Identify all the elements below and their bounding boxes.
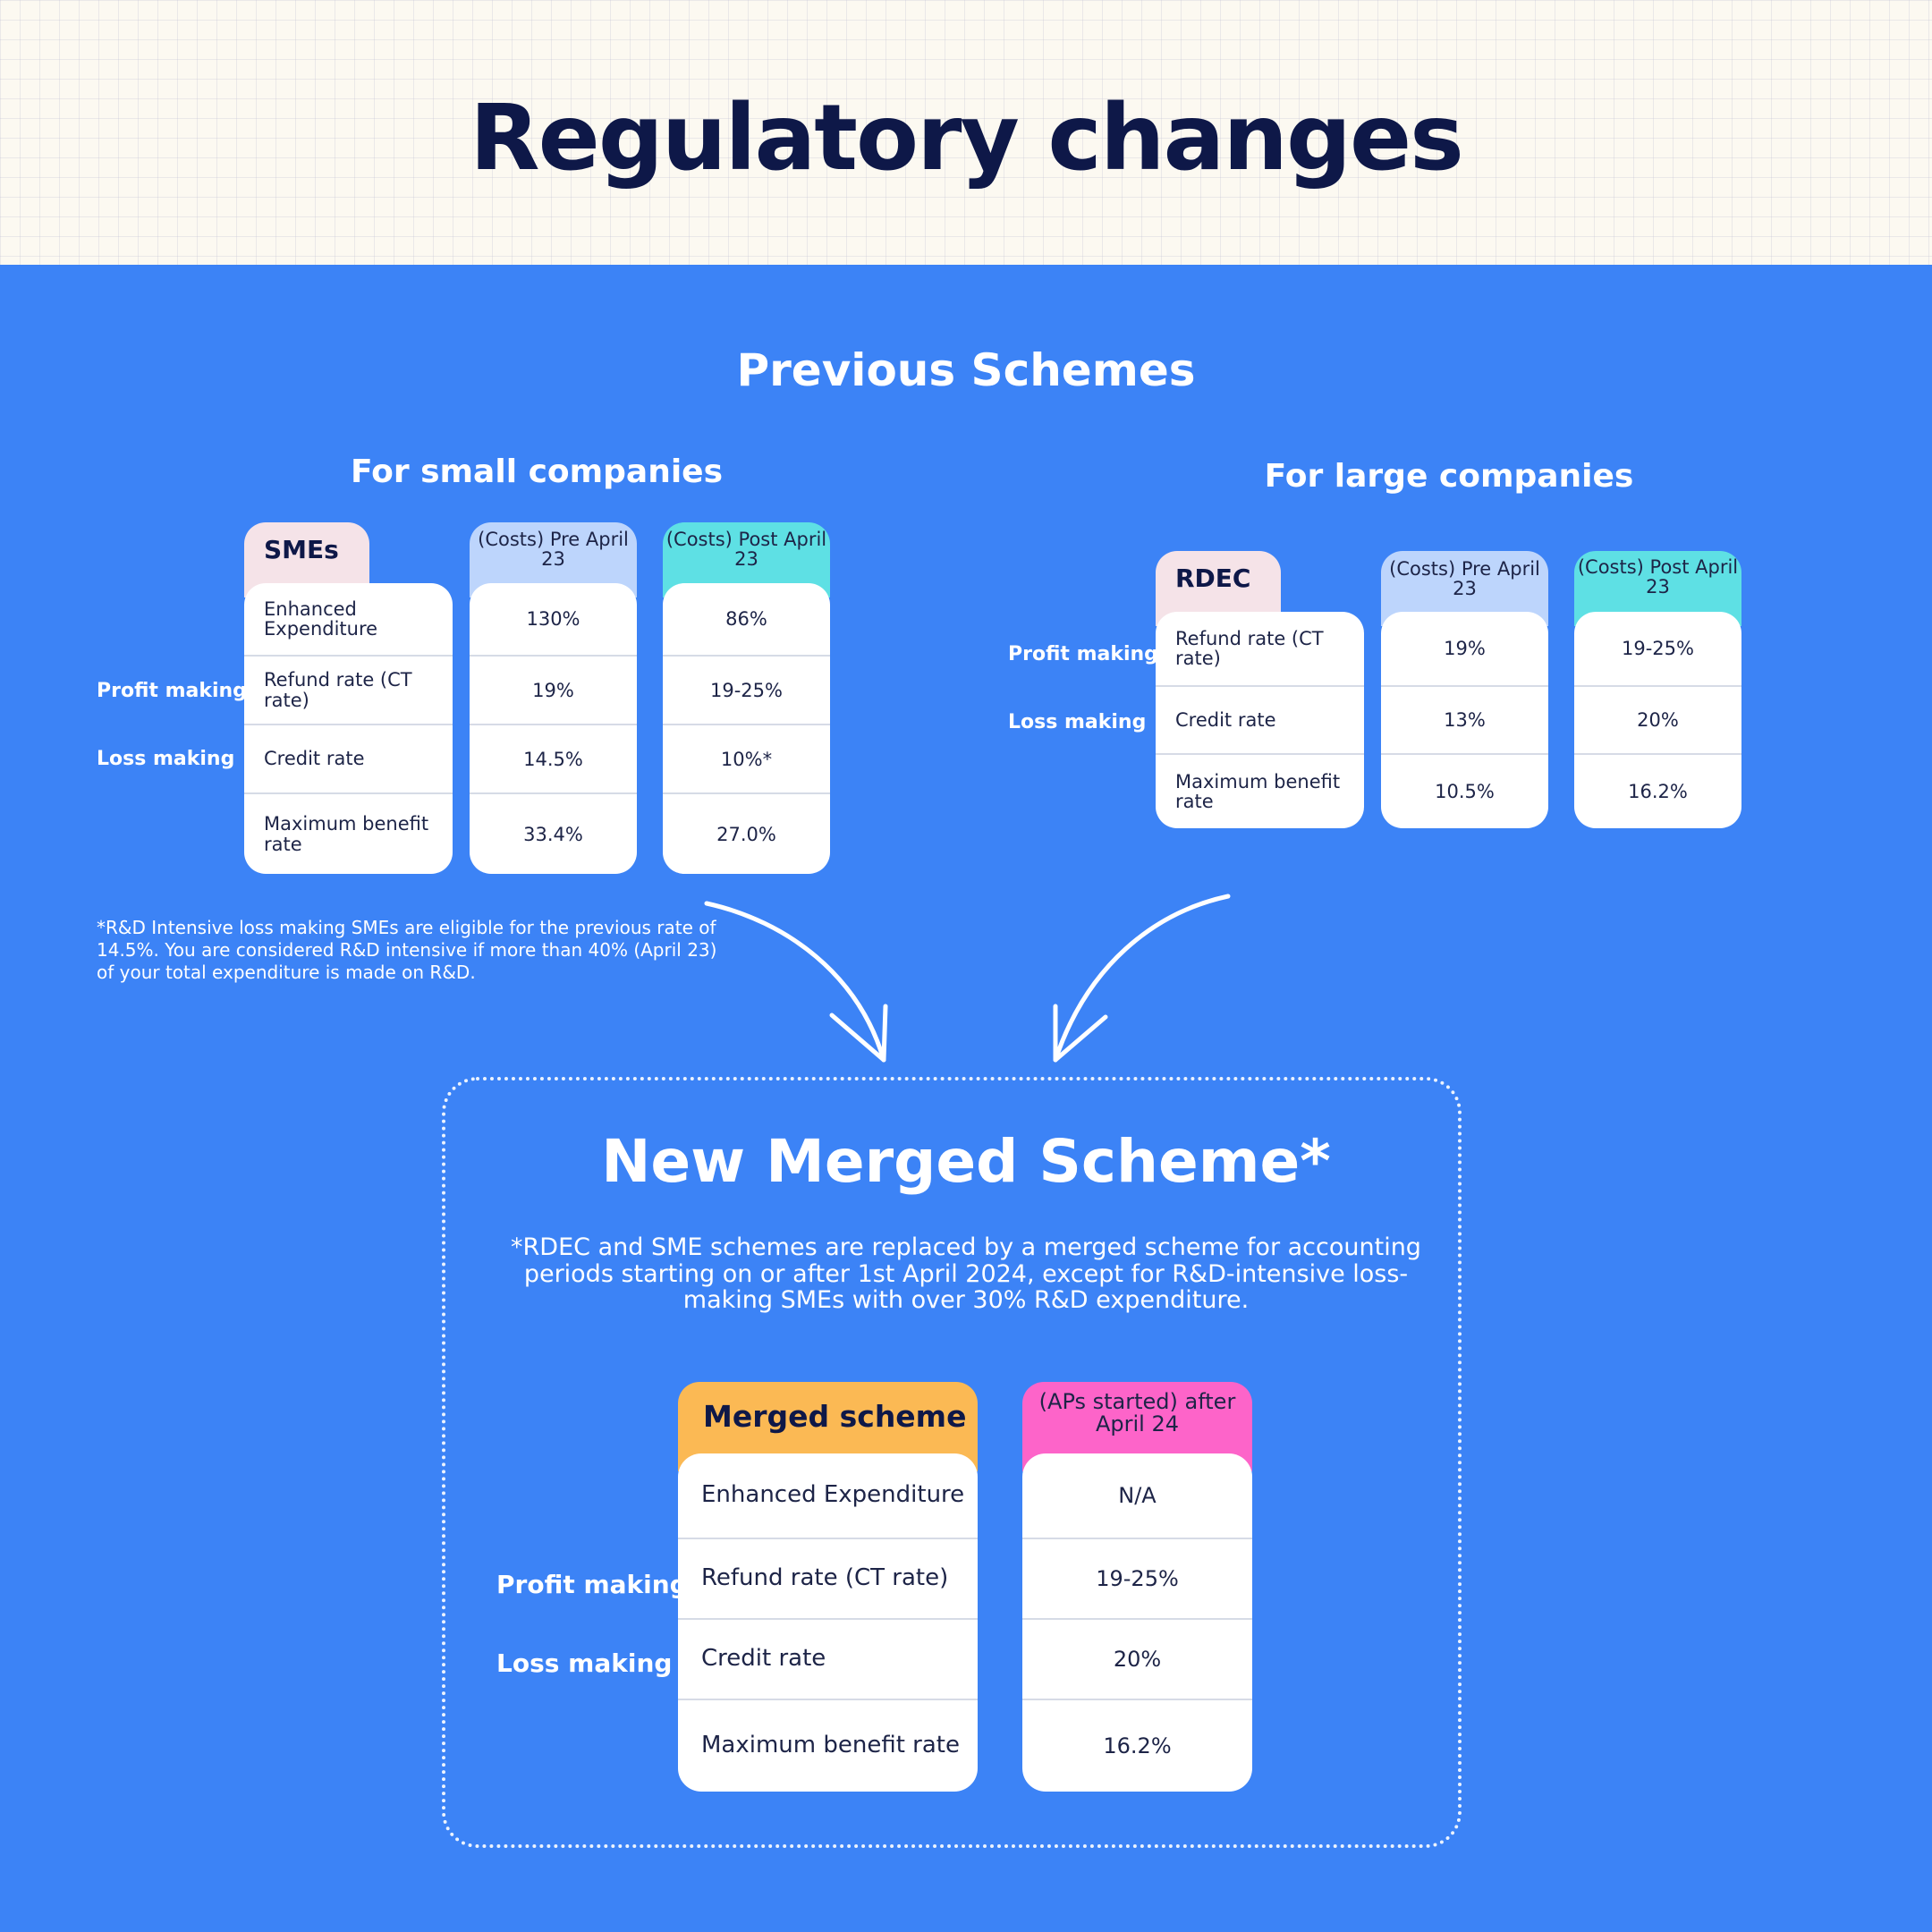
row-label: Refund rate (CT rate) [678, 1539, 978, 1620]
arrow-left-head [829, 1004, 888, 1063]
merged-label-card: Enhanced Expenditure Refund rate (CT rat… [678, 1453, 978, 1792]
value-cell: 19-25% [1574, 612, 1741, 687]
row-label: Enhanced Expenditure [678, 1453, 978, 1539]
arrow-right-curve [1053, 894, 1231, 1063]
value-cell: 10%* [663, 725, 830, 794]
row-label: Credit rate [678, 1620, 978, 1700]
value-cell: 13% [1381, 687, 1548, 755]
value-cell: 130% [470, 583, 637, 657]
sme-post-card: 86% 19-25% 10%* 27.0% [663, 583, 830, 874]
value-cell: N/A [1022, 1453, 1252, 1539]
value-cell: 19-25% [663, 657, 830, 725]
previous-schemes-heading: Previous Schemes [736, 344, 1196, 396]
row-label: Maximum benefit rate [701, 1732, 960, 1759]
rdec-post-card: 19-25% 20% 16.2% [1574, 612, 1741, 828]
value-cell: 19-25% [1022, 1539, 1252, 1620]
row-label: Credit rate [1156, 687, 1364, 755]
merged-scheme-box [442, 1077, 1462, 1848]
value-cell: 10.5% [1435, 781, 1495, 802]
merged-scheme-heading: New Merged Scheme* [601, 1127, 1331, 1196]
value-cell: 86% [663, 583, 830, 657]
row-label: Refund rate (CT rate) [1156, 612, 1364, 687]
small-companies-heading: For small companies [350, 453, 724, 490]
header [0, 0, 1932, 265]
merged-scheme-note: *RDEC and SME schemes are replaced by a … [511, 1233, 1421, 1315]
sme-label-card: Enhanced Expenditure Refund rate (CT rat… [244, 583, 453, 874]
merged-after-card: N/A 19-25% 20% 16.2% [1022, 1453, 1252, 1792]
rdec-label-card: Refund rate (CT rate) Credit rate Maximu… [1156, 612, 1364, 828]
page-title: Regulatory changes [470, 85, 1464, 191]
arrow-left-curve [704, 901, 886, 1063]
row-label: Credit rate [244, 725, 453, 794]
value-cell: 16.2% [1628, 781, 1688, 802]
sme-loss-making-label: Loss making [97, 748, 235, 770]
value-cell: 33.4% [523, 823, 583, 845]
rdec-pre-card: 19% 13% 10.5% [1381, 612, 1548, 828]
value-cell: 27.0% [716, 823, 776, 845]
rdec-loss-making-label: Loss making [1008, 711, 1147, 733]
arrow-right-head [1053, 1004, 1108, 1063]
rdec-profit-making-label: Profit making [1008, 643, 1158, 665]
row-label: Refund rate (CT rate) [244, 657, 453, 725]
value-cell: 20% [1022, 1620, 1252, 1700]
sme-footnote: *R&D Intensive loss making SMEs are elig… [97, 917, 717, 983]
merged-profit-making-label: Profit making [496, 1570, 688, 1599]
merged-loss-making-label: Loss making [496, 1648, 673, 1678]
row-label: Enhanced Expenditure [244, 583, 453, 657]
row-label: Maximum benefit rate [264, 813, 429, 855]
sme-pre-card: 130% 19% 14.5% 33.4% [470, 583, 637, 874]
value-cell: 20% [1574, 687, 1741, 755]
large-companies-heading: For large companies [1264, 458, 1634, 495]
row-label: Maximum benefit rate [1175, 770, 1341, 812]
value-cell: 19% [1381, 612, 1548, 687]
value-cell: 19% [470, 657, 637, 725]
value-cell: 16.2% [1103, 1733, 1172, 1758]
value-cell: 14.5% [470, 725, 637, 794]
sme-profit-making-label: Profit making [97, 680, 247, 702]
